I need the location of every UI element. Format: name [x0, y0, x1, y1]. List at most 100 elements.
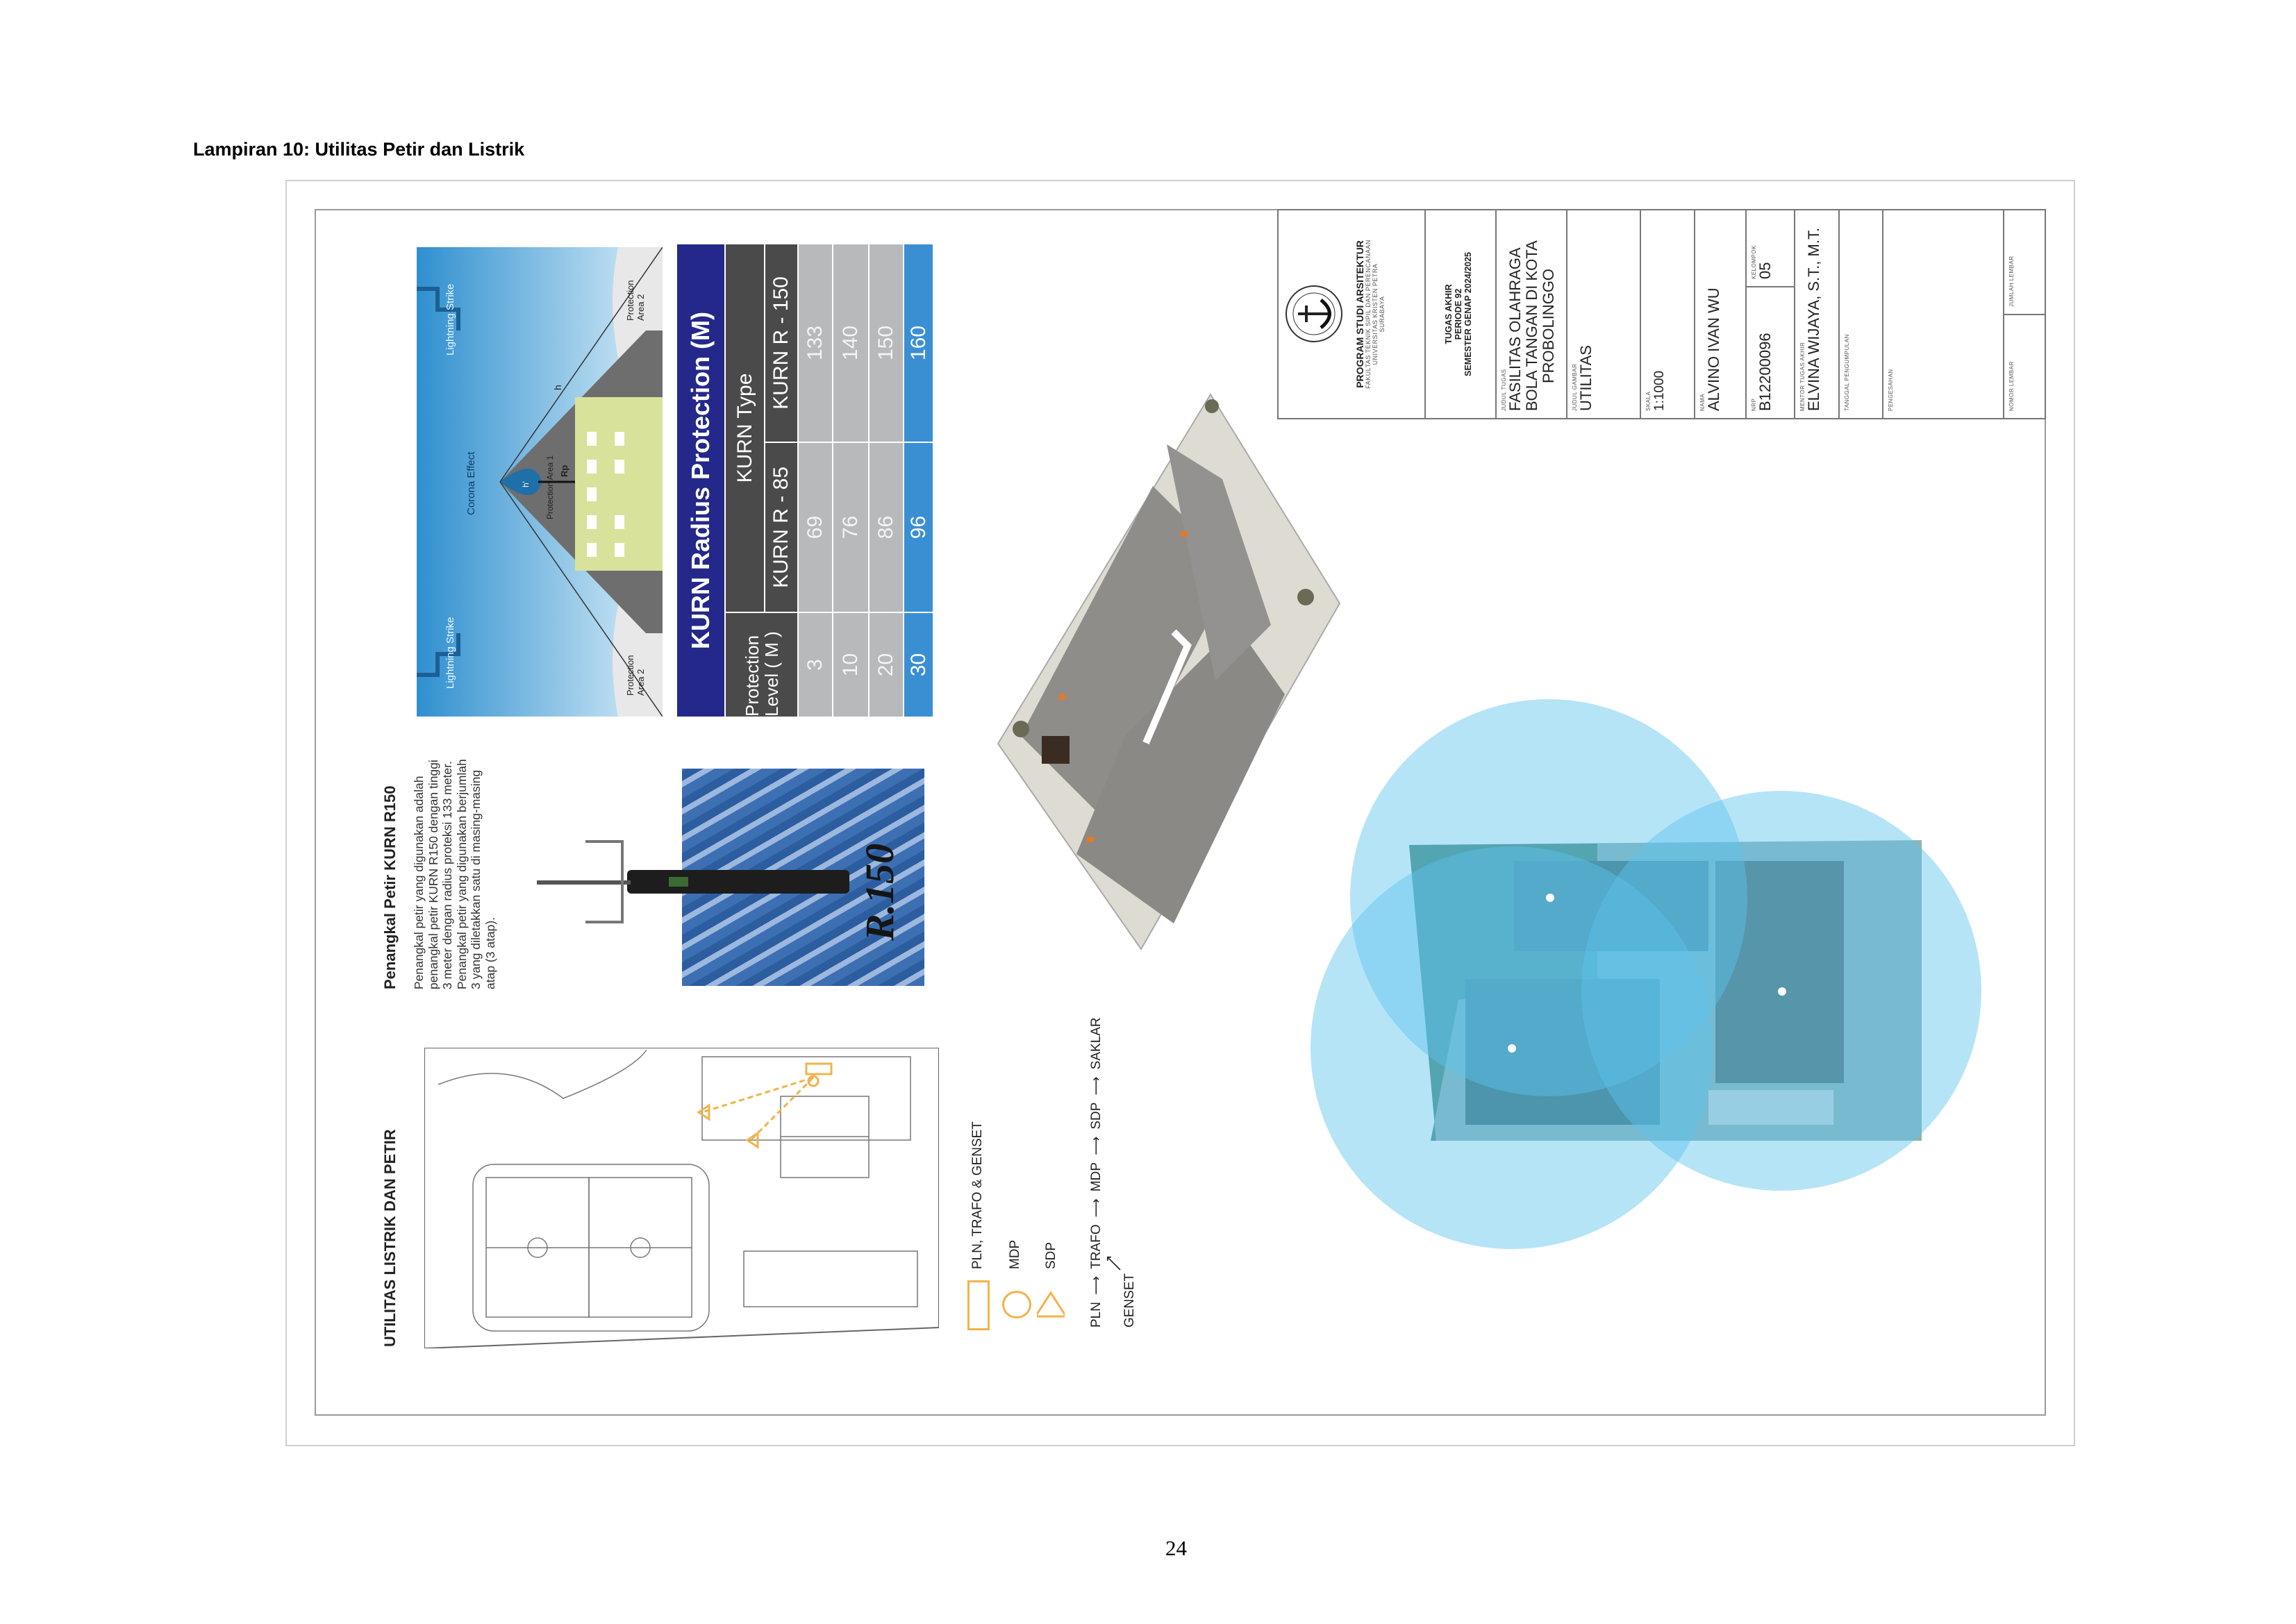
cell-r85: 69 [799, 443, 832, 612]
tb-label: TANGGAL PENGUMPULAN [1844, 334, 1850, 411]
cell-r150: 133 [799, 244, 832, 442]
table-title: KURN Radius Protection (M) [677, 244, 724, 717]
header-protection-level: Protection Level ( M ) [726, 613, 797, 717]
tb-judul-tugas: JUDUL TUGAS FASILITAS OLAHRAGA BOLA TANG… [1495, 210, 1566, 418]
cell-r85: 76 [833, 443, 868, 612]
label-rp: Rp [559, 464, 569, 477]
legend-mdp-label: MDP [1008, 1239, 1022, 1269]
legend-pln-trafo-genset-icon [967, 1280, 990, 1330]
roof-3 [1715, 861, 1844, 1083]
tb-pengesahan: PENGESAHAN [1882, 210, 2003, 418]
rod-line: atap (3 atap). [483, 916, 497, 989]
rod-line: penangkal petir KURN R150 dengan tinggi [426, 760, 440, 989]
arrow-right-icon: ⟶ [1089, 1136, 1104, 1155]
tb-project-title: BOLA TANGAN DI KOTA [1523, 240, 1540, 411]
rotated-sheet-content: UTILITAS LISTRIK DAN PETIR Penangkal Pet… [315, 209, 2046, 1416]
legend-sdp-icon [1037, 1291, 1065, 1318]
tb-group-value: 05 [1756, 262, 1774, 279]
rod-line: 3 meter dengan radius proteksi 133 meter… [440, 761, 454, 989]
header-kurn-r150: KURN R - 150 [765, 244, 797, 442]
label-h: h [552, 385, 563, 390]
flow-step: SDP [1088, 1102, 1104, 1130]
legend-mdp-icon [1002, 1291, 1031, 1319]
title-block: PROGRAM STUDI ARSITEKTUR FAKULTAS TEKNIK… [1277, 209, 2046, 419]
rod-description: Penangkal petir yang digunakan adalah pe… [412, 726, 497, 989]
tb-judul-gambar: JUDUL GAMBAR UTILITAS [1566, 210, 1640, 418]
label-corona-effect: Corona Effect [465, 451, 477, 515]
flow-step: PLN [1088, 1302, 1104, 1328]
tb-mentor-name: ELVINA WIJAYA, S.T., M.T. [1805, 227, 1822, 411]
header-kurn-r85: KURN R - 85 [765, 443, 797, 612]
rod-line: 3 yang diletakkan satu di masing-masing [469, 769, 483, 989]
tb-project-title: PROBOLINGGO [1540, 268, 1557, 383]
cell-r150: 150 [870, 244, 903, 442]
tb-lembar: NOMOR LEMBAR JUMLAH LEMBAR [2003, 210, 2046, 418]
label-lightning-strike-right: Lightning Strike [444, 283, 456, 355]
tb-label: SKALA [1645, 391, 1652, 411]
tb-university: UNIVERSITAS KRISTEN PETRA [1372, 263, 1379, 365]
tb-label: JUMLAH LEMBAR [2008, 256, 2015, 307]
cell-level: 10 [833, 613, 868, 717]
rod-prongs [585, 840, 624, 923]
label-protection-area-2-right: Protection Area 2 [625, 280, 646, 321]
page-number: 24 [1165, 1536, 1187, 1560]
tb-nrp: NRP B12200096 KELOMPOK 05 [1745, 210, 1794, 418]
tb-semester: SEMESTER GENAP 2024/2025 [1463, 251, 1473, 377]
tb-program: PROGRAM STUDI ARSITEKTUR [1354, 240, 1365, 388]
tb-period: PERIODE 92 [1454, 288, 1463, 340]
cell-r85: 96 [904, 443, 933, 612]
tb-faculty: FAKULTAS TEKNIK SIPIL DAN PERENCANAAN [1365, 240, 1372, 389]
tb-student-name: ALVINO IVAN WU [1705, 287, 1722, 411]
arrow-right-icon: ⟶ [1089, 1275, 1104, 1296]
electrical-site-plan [424, 1047, 940, 1350]
tb-project-title: FASILITAS OLAHRAGA [1506, 247, 1524, 411]
rod-point-2 [1508, 1044, 1516, 1053]
rod-section-title: Penangkal Petir KURN R150 [381, 785, 399, 989]
legend-pln-label: PLN, TRAFO & GENSET [970, 1121, 985, 1269]
header-kurn-type: KURN Type [726, 244, 764, 612]
power-flow: PLN⟶ TRAFO⟶ MDP⟶ SDP⟶ SAKLAR [1088, 1017, 1104, 1328]
cell-r150: 140 [833, 244, 868, 442]
flow-genset: GENSET [1122, 1273, 1137, 1328]
label-lightning-strike-left: Lightning Strike [444, 617, 456, 689]
tb-label: PENGESAHAN [1888, 369, 1894, 411]
tb-mentor: MENTOR TUGAS AKHIR ELVINA WIJAYA, S.T., … [1794, 210, 1838, 418]
tb-label: NOMOR LEMBAR [2008, 361, 2015, 411]
legend-sdp-label: SDP [1044, 1241, 1058, 1269]
flow-step: MDP [1088, 1162, 1104, 1192]
lightning-protection-diagram: Lightning Strike Lightning Strike Corona… [417, 247, 663, 717]
cell-level: 3 [799, 613, 832, 717]
rod-label-icon [669, 877, 688, 887]
roof-2 [1465, 979, 1660, 1125]
arrow-right-icon: ⟶ [1089, 1076, 1104, 1096]
sheet-frame [315, 209, 2046, 1416]
cell-level: 30 [904, 613, 933, 717]
arrow-right-icon: ⟶ [1089, 1198, 1104, 1218]
tb-city: SURABAYA [1379, 296, 1386, 333]
flow-step: SAKLAR [1088, 1017, 1104, 1070]
tb-tanggal: TANGGAL PENGUMPULAN [1838, 210, 1882, 418]
label-protection-area-1: Protection Area 1 [545, 455, 555, 520]
tb-nama: NAMA ALVINO IVAN WU [1694, 210, 1745, 418]
tb-course-name: TUGAS AKHIR [1444, 284, 1454, 344]
label-protection-area-2-left: Protection Area 2 [625, 655, 646, 696]
cell-level: 20 [870, 613, 903, 717]
rod-point-3 [1778, 987, 1786, 996]
kurn-radius-table: KURN Radius Protection (M) Protection Le… [677, 244, 933, 717]
section-title: UTILITAS LISTRIK DAN PETIR [381, 1129, 399, 1347]
tb-skala: SKALA 1:1000 [1640, 210, 1694, 418]
tb-course: TUGAS AKHIR PERIODE 92 SEMESTER GENAP 20… [1424, 210, 1495, 418]
tb-institution: PROGRAM STUDI ARSITEKTUR FAKULTAS TEKNIK… [1279, 210, 1424, 418]
tb-drawing-title: UTILITAS [1577, 345, 1595, 411]
kurn-r150-photo: R.150 [530, 765, 924, 989]
image-border [285, 180, 2075, 1446]
rod-point-1 [1546, 894, 1554, 902]
tb-nrp-value: B12200096 [1756, 333, 1774, 411]
appendix-heading: Lampiran 10: Utilitas Petir dan Listrik [193, 139, 525, 160]
tb-scale: 1:1000 [1652, 370, 1667, 411]
r150-logo: R.150 [857, 843, 902, 941]
rod-line: Penangkal petir yang digunakan berjumlah [454, 759, 469, 989]
rod-body [627, 870, 849, 894]
